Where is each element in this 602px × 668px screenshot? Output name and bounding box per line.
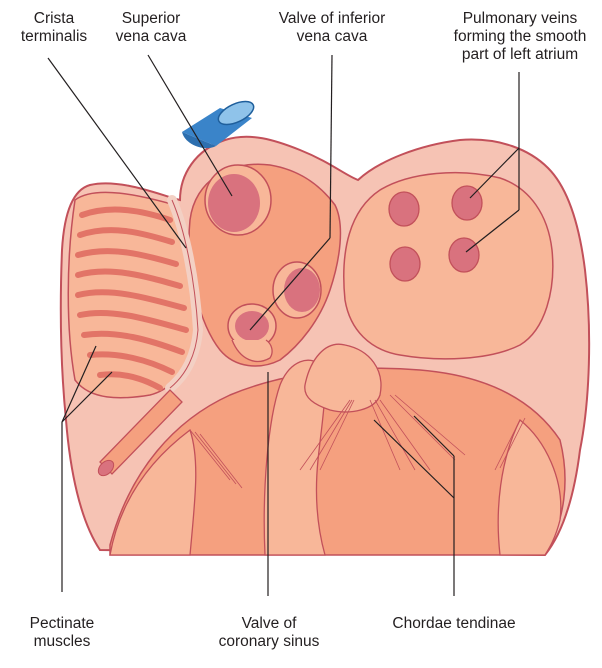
crista-terminalis-line2: terminalis: [14, 28, 94, 46]
label-valve-inferior-vena-cava: Valve of inferior vena cava: [262, 10, 402, 46]
pectinate-muscles-line2: muscles: [14, 633, 110, 651]
pulmonary-veins-line3: part of left atrium: [442, 46, 598, 64]
label-chordae-tendinae: Chordae tendinae: [378, 615, 530, 633]
pulmonary-veins-line1: Pulmonary veins: [442, 10, 598, 28]
label-pulmonary-veins: Pulmonary veins forming the smooth part …: [442, 10, 598, 64]
valve-ivc-line2: vena cava: [262, 28, 402, 46]
svc-opening: [205, 165, 271, 235]
label-crista-terminalis: Crista terminalis: [14, 10, 94, 46]
label-pectinate-muscles: Pectinate muscles: [14, 615, 110, 651]
label-valve-coronary-sinus: Valve of coronary sinus: [210, 615, 328, 651]
pulmonary-veins-line2: forming the smooth: [442, 28, 598, 46]
left-atrium-chamber: [344, 173, 553, 359]
valve-coronary-sinus-line2: coronary sinus: [210, 633, 328, 651]
crista-terminalis-line1: Crista: [14, 10, 94, 28]
valve-coronary-sinus-line1: Valve of: [210, 615, 328, 633]
pectinate-muscles-line1: Pectinate: [14, 615, 110, 633]
superior-vena-cava-line1: Superior: [106, 10, 196, 28]
label-superior-vena-cava: Superior vena cava: [106, 10, 196, 46]
valve-ivc-line1: Valve of inferior: [262, 10, 402, 28]
ivc-opening: [273, 262, 321, 318]
chordae-tendinae-line1: Chordae tendinae: [378, 615, 530, 633]
superior-vena-cava-line2: vena cava: [106, 28, 196, 46]
